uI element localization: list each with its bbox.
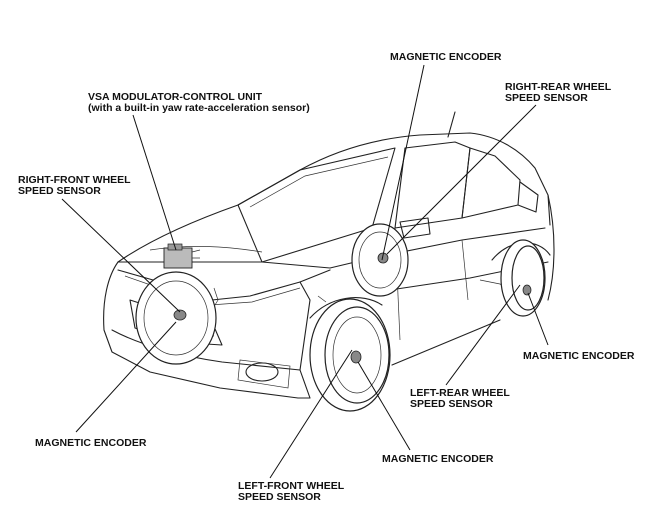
rr-encoder-label: MAGNETIC ENCODER xyxy=(390,51,502,63)
vsa-modulator-unit xyxy=(163,243,201,269)
lf-sensor-icon xyxy=(350,350,362,364)
left-rear-wheel xyxy=(500,239,546,317)
lr-sensor-leader-line xyxy=(445,284,521,386)
rf-encoder-leader-line xyxy=(75,321,177,433)
vsa-leader-line xyxy=(132,114,177,251)
lf-sensor-leader-line xyxy=(269,349,353,479)
right-rear-wheel xyxy=(351,223,409,297)
rr-sensor-label-line2: SPEED SENSOR xyxy=(505,92,588,104)
lf-encoder-leader-line xyxy=(357,361,411,451)
left-front-wheel xyxy=(309,298,391,412)
rf-sensor-label-line1: RIGHT-FRONT WHEEL xyxy=(18,174,131,186)
right-front-wheel xyxy=(135,271,217,365)
lr-sensor-label-line1: LEFT-REAR WHEEL xyxy=(410,387,510,399)
lf-sensor-label-line1: LEFT-FRONT WHEEL xyxy=(238,480,345,492)
rf-sensor-icon xyxy=(173,309,187,321)
labels: VSA MODULATOR-CONTROL UNIT (with a built… xyxy=(18,51,635,503)
lr-encoder-label: MAGNETIC ENCODER xyxy=(523,350,635,362)
lr-sensor-label-line2: SPEED SENSOR xyxy=(410,398,493,410)
rr-sensor-leader-line xyxy=(386,104,537,255)
lf-encoder-label: MAGNETIC ENCODER xyxy=(382,453,494,465)
lr-encoder-leader-line xyxy=(527,292,549,346)
rf-encoder-label: MAGNETIC ENCODER xyxy=(35,437,147,449)
lf-sensor-label-line2: SPEED SENSOR xyxy=(238,491,321,503)
vsa-label-line1: VSA MODULATOR-CONTROL UNIT xyxy=(88,91,263,103)
rr-sensor-label-line1: RIGHT-REAR WHEEL xyxy=(505,81,612,93)
rf-sensor-leader-line xyxy=(61,198,181,313)
rf-sensor-label-line2: SPEED SENSOR xyxy=(18,185,101,197)
lr-sensor-icon xyxy=(522,284,532,296)
leader-lines xyxy=(61,64,549,479)
vsa-label-line2: (with a built-in yaw rate-acceleration s… xyxy=(88,102,310,114)
rr-encoder-leader-line xyxy=(381,64,425,261)
